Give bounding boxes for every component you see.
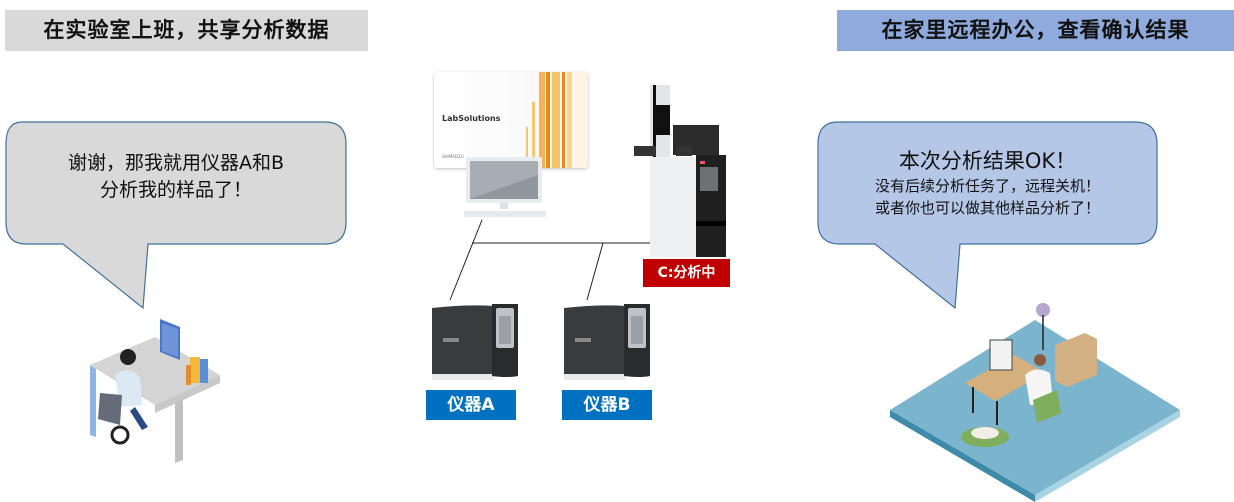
right-bubble-line-1: 本次分析结果OK！ <box>898 149 1077 173</box>
instrument-b-icon <box>564 304 650 380</box>
software-vendor: SHIMADZU <box>442 154 464 159</box>
labsolutions-software-card: LabSolutions SHIMADZU <box>434 72 588 168</box>
home-office-illustration <box>890 303 1180 502</box>
right-section-title: 在家里远程办公，查看确认结果 <box>837 10 1234 51</box>
instrument-c-icon <box>634 85 726 257</box>
software-name: LabSolutions <box>442 114 501 123</box>
left-section-title: 在实验室上班，共享分析数据 <box>5 10 368 51</box>
right-bubble-text: 本次分析结果OK！ 没有后续分析任务了，远程关机！ 或者你也可以做其他样品分析了… <box>818 147 1157 219</box>
right-speech-bubble <box>817 121 1158 310</box>
right-bubble-line-2: 没有后续分析任务了，远程关机！ <box>874 177 1100 195</box>
left-speech-bubble <box>5 121 347 310</box>
right-bubble-line-3: 或者你也可以做其他样品分析了！ <box>874 199 1100 217</box>
left-bubble-line-1: 谢谢，那我就用仪器A和B <box>67 152 285 174</box>
network-lines <box>449 219 650 301</box>
instrument-a-icon <box>432 304 518 380</box>
chromatogram-graphic <box>526 72 572 168</box>
lab-worker-illustration <box>90 319 220 463</box>
left-bubble-text: 谢谢，那我就用仪器A和B 分析我的样品了！ <box>6 150 346 204</box>
instrument-b-label: 仪器B <box>562 390 652 420</box>
pc-monitor-icon <box>464 157 546 217</box>
left-bubble-line-2: 分析我的样品了！ <box>99 179 252 201</box>
instrument-a-label: 仪器A <box>426 390 516 420</box>
instrument-c-status-label: C:分析中 <box>643 259 730 287</box>
